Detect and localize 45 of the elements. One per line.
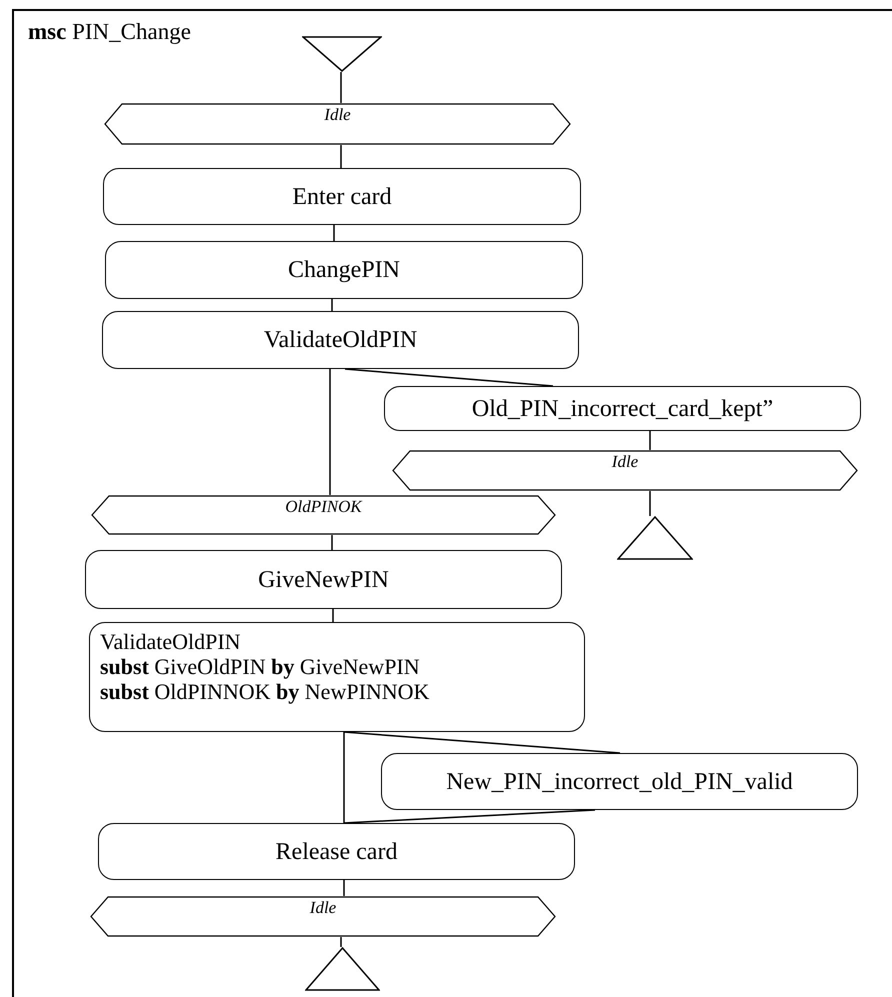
reference-label: Release card [276, 838, 398, 866]
diagram-title: msc PIN_Change [28, 18, 191, 46]
connector-line [333, 225, 335, 241]
reference-label: ValidateOldPIN [100, 629, 241, 654]
reference-label: Enter card [292, 182, 392, 210]
reference-label: GiveNewPIN [258, 566, 389, 594]
condition-label: Idle [324, 105, 351, 125]
connector-line [344, 368, 554, 387]
connector-line [344, 731, 620, 754]
reference-box [89, 622, 585, 732]
reference-label: New_PIN_incorrect_old_PIN_valid [446, 768, 793, 796]
reference-label: subst OldPINNOK by NewPINNOK [100, 679, 430, 704]
connector-line [331, 535, 333, 550]
end-triangle [617, 516, 693, 560]
connector-line [344, 809, 596, 824]
connector-line [340, 145, 342, 168]
condition-hexagon [91, 495, 556, 535]
connector-line [343, 880, 345, 896]
end-triangle [305, 947, 380, 991]
condition-label: Idle [612, 452, 638, 472]
condition-hexagon [392, 450, 858, 491]
condition-label: Idle [310, 898, 336, 918]
connector-line [340, 72, 342, 103]
reference-box [85, 550, 562, 609]
reference-box [105, 241, 583, 299]
condition-hexagon [90, 896, 556, 937]
connector-line [329, 369, 331, 495]
reference-label: ChangePIN [288, 256, 400, 284]
reference-box [98, 823, 575, 880]
connector-line [331, 299, 333, 311]
start-triangle [302, 36, 382, 72]
connector-line [649, 431, 651, 450]
connector-line [340, 937, 342, 947]
reference-label: subst GiveOldPIN by GiveNewPIN [100, 654, 420, 679]
connector-line [649, 491, 651, 516]
condition-label: OldPINOK [285, 497, 362, 517]
connector-line [332, 609, 334, 622]
reference-label: ValidateOldPIN [264, 326, 418, 354]
connector-line [343, 732, 345, 823]
reference-box [102, 311, 579, 369]
reference-box [381, 753, 858, 810]
reference-label: Old_PIN_incorrect_card_kept” [472, 394, 774, 422]
condition-hexagon [104, 103, 571, 145]
reference-box [103, 168, 581, 225]
reference-box [384, 386, 861, 431]
